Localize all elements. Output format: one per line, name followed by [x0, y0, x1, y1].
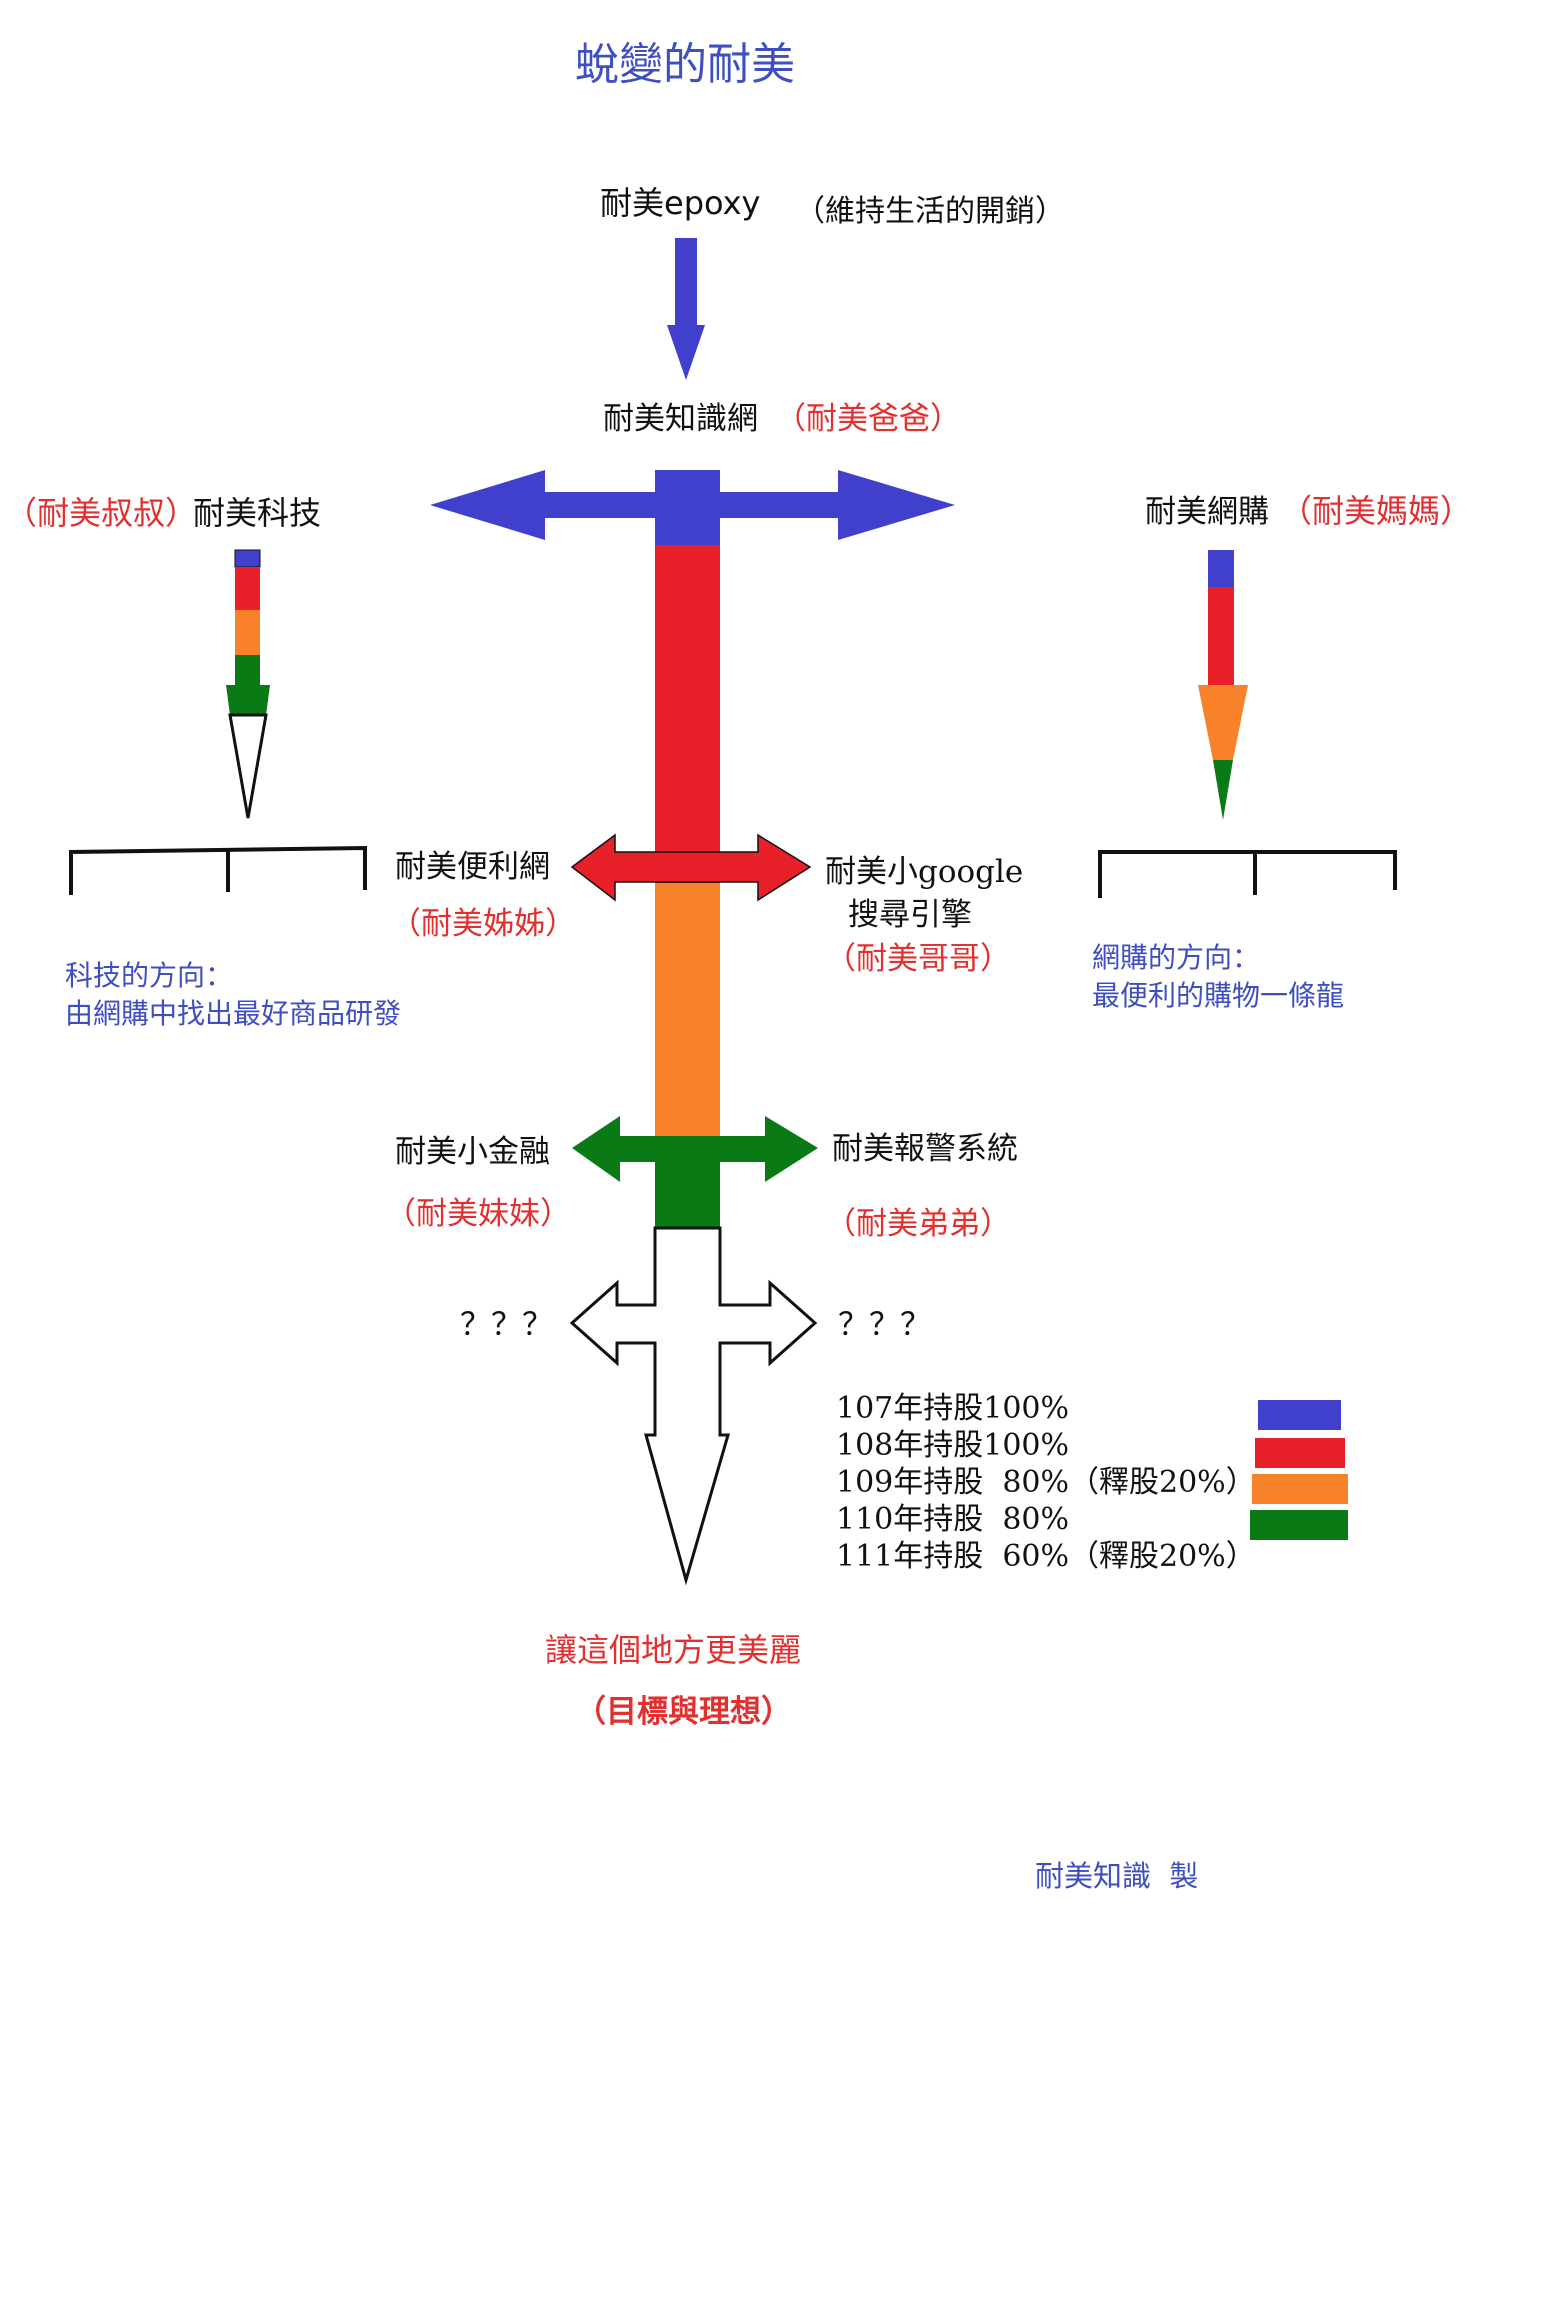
- tech-bar-red: [235, 567, 260, 610]
- unknown-left: ？？？: [460, 1307, 553, 1343]
- credit-text: 耐美知識 製: [1035, 1859, 1199, 1893]
- top-down-arrow: [667, 238, 705, 380]
- page-title: 蛻變的耐美: [575, 39, 795, 90]
- convenience-role: （耐美姊姊）: [390, 906, 576, 942]
- tech-bar-green: [235, 655, 260, 685]
- google-label-2: 搜尋引擎: [848, 897, 972, 933]
- finance-role: （耐美妹妹）: [385, 1196, 571, 1232]
- epoxy-note: （維持生活的開銷）: [795, 194, 1065, 229]
- green-double-arrow: [572, 1116, 818, 1182]
- legend-row-109: 109年持股 80%（釋股20%）: [836, 1465, 1256, 1500]
- trunk-green-lower: [655, 1160, 720, 1228]
- unknown-right: ？？？: [838, 1307, 931, 1343]
- legend-row-111: 111年持股 60%（釋股20%）: [836, 1539, 1256, 1574]
- hub-role: （耐美爸爸）: [775, 401, 961, 437]
- legend-row-108: 108年持股100%: [836, 1428, 1070, 1463]
- tech-role: （耐美叔叔）: [5, 494, 198, 532]
- trunk-red: [655, 545, 720, 885]
- tech-label: 耐美科技: [193, 494, 322, 532]
- alarm-role: （耐美弟弟）: [825, 1206, 1011, 1242]
- tech-bar-orange: [235, 610, 260, 655]
- legend-swatch-red: [1255, 1438, 1345, 1468]
- google-role: （耐美哥哥）: [825, 941, 1011, 977]
- tech-bracket: [69, 845, 367, 895]
- goal-text: 讓這個地方更美麗: [545, 1631, 802, 1669]
- shop-arrow-head-green: [1213, 760, 1233, 820]
- legend-swatch-green: [1250, 1510, 1348, 1540]
- tech-bar-blue: [234, 549, 261, 568]
- shop-bar-red: [1208, 587, 1234, 685]
- finance-label: 耐美小金融: [395, 1134, 550, 1170]
- red-double-arrow: [570, 833, 812, 902]
- goal-note: （目標與理想）: [575, 1694, 792, 1730]
- shop-bracket: [1098, 850, 1397, 898]
- legend-row-107: 107年持股100%: [836, 1391, 1070, 1426]
- shop-bar-blue: [1208, 550, 1234, 587]
- shop-direction-title: 網購的方向：: [1092, 941, 1261, 974]
- tech-arrow-head-green: [226, 685, 270, 715]
- future-cross-arrow: [569, 1226, 818, 1586]
- convenience-label: 耐美便利網: [395, 849, 550, 885]
- google-label: 耐美小google: [825, 854, 1024, 890]
- tech-direction-text: 由網購中找出最好商品研發: [65, 997, 402, 1030]
- trunk-blue: [655, 470, 720, 547]
- shop-label: 耐美網購: [1145, 494, 1269, 530]
- shop-direction-text: 最便利的購物一條龍: [1092, 979, 1345, 1012]
- trunk-orange: [655, 883, 720, 1138]
- legend-row-110: 110年持股 80%: [836, 1502, 1070, 1537]
- shop-role: （耐美媽媽）: [1280, 492, 1473, 530]
- legend-swatch-orange: [1252, 1474, 1348, 1504]
- legend-swatch-blue: [1258, 1400, 1341, 1430]
- alarm-label: 耐美報警系統: [832, 1131, 1018, 1167]
- epoxy-label: 耐美epoxy: [600, 184, 761, 222]
- tech-direction-title: 科技的方向：: [65, 959, 234, 992]
- hub-label: 耐美知識網: [603, 401, 758, 437]
- shop-arrow-head-orange: [1198, 685, 1248, 760]
- tech-arrow-head-outline: [228, 713, 268, 819]
